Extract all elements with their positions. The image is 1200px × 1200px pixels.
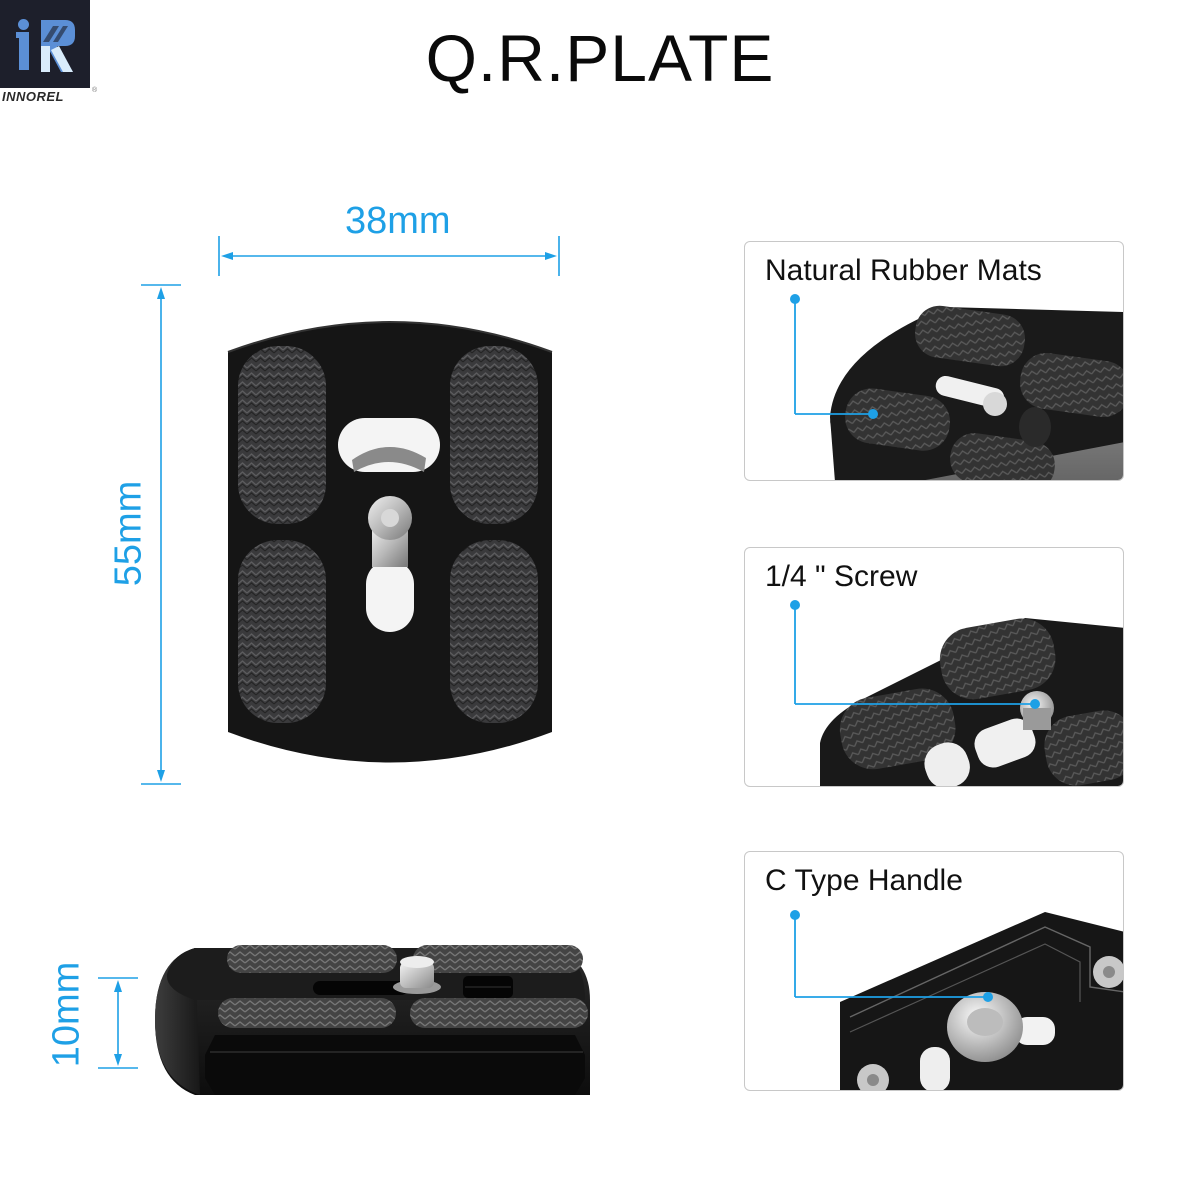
feature-card-screw: 1/4 " Screw xyxy=(744,547,1124,787)
length-dimension-label: 55mm xyxy=(107,480,150,587)
logo-i-stem xyxy=(19,32,29,70)
callout-line xyxy=(790,294,878,419)
feature-card-c-handle: C Type Handle xyxy=(744,851,1124,1091)
logo-mark xyxy=(0,0,90,88)
width-dimension-label: 38mm xyxy=(345,200,451,242)
logo-r-icon xyxy=(41,20,75,72)
plate-side-view-image xyxy=(155,945,590,1095)
callout-line xyxy=(790,600,1040,709)
rubber-mats-photo xyxy=(830,305,1123,480)
feature-title: 1/4 " Screw xyxy=(765,560,918,593)
c-handle-photo xyxy=(840,912,1123,1090)
height-dimension-label: 10mm xyxy=(45,961,88,1068)
callout-line xyxy=(790,910,993,1002)
plate-top-view-image xyxy=(227,321,553,763)
registered-mark: ® xyxy=(92,87,98,94)
feature-title: Natural Rubber Mats xyxy=(765,254,1042,287)
screw-photo xyxy=(820,618,1123,786)
logo-i-serif xyxy=(16,32,20,38)
feature-card-rubber-mats: Natural Rubber Mats xyxy=(744,241,1124,481)
page-title: Q.R.PLATE xyxy=(425,21,775,95)
logo-i-dot xyxy=(18,19,29,30)
brand-logo: INNOREL ® xyxy=(0,0,130,105)
feature-title: C Type Handle xyxy=(765,864,963,897)
brand-name: INNOREL xyxy=(2,89,64,104)
